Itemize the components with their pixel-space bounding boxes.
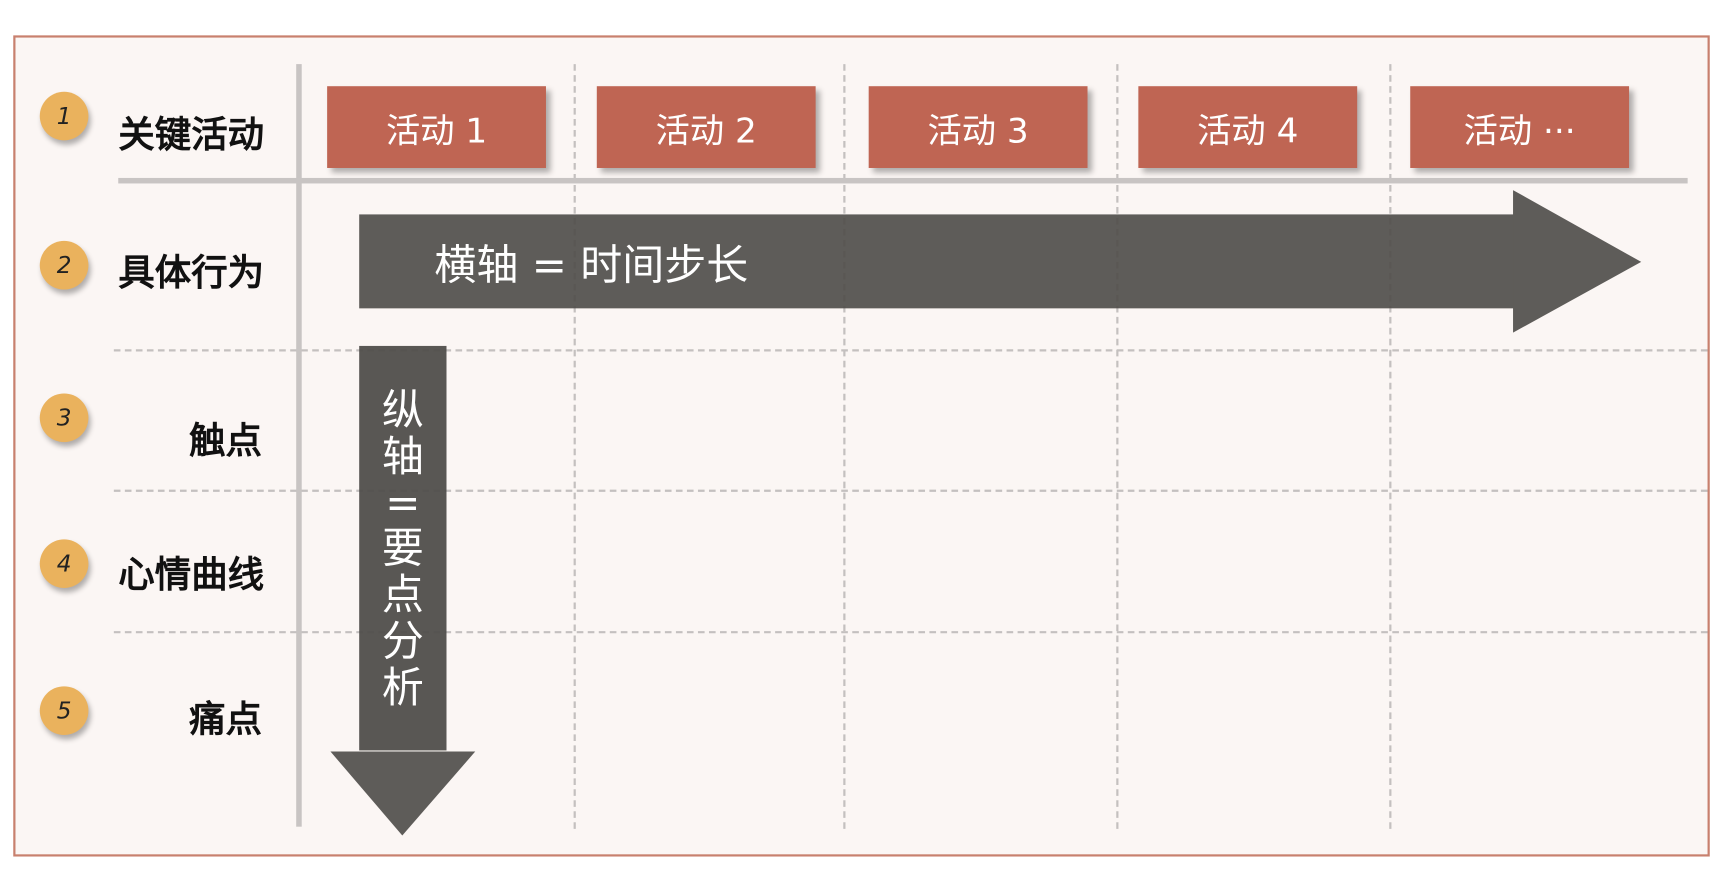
- vertical-arrow: 纵 轴 = 要 点 分 析: [359, 345, 447, 751]
- activity-box: 活动 3: [868, 86, 1088, 168]
- vertical-axis-char: 轴: [381, 431, 424, 481]
- vertical-axis-char: 点: [381, 570, 424, 620]
- activity-box: 活动 ···: [1410, 86, 1630, 168]
- column-divider: [1389, 64, 1392, 829]
- row-label: 痛点: [188, 697, 262, 741]
- vertical-axis-char: 分: [381, 616, 424, 666]
- activity-box: 活动 4: [1138, 86, 1358, 168]
- row-number-badge: 2: [39, 240, 89, 290]
- row-number-badge: 5: [39, 686, 89, 735]
- activity-box: 活动 1: [327, 86, 546, 168]
- horizontal-axis-line: [118, 177, 1688, 184]
- column-divider: [573, 64, 576, 829]
- vertical-axis-char: =: [385, 478, 421, 527]
- arrow-down-head-icon: [330, 751, 476, 836]
- row-label: 触点: [188, 418, 262, 462]
- row-label: 具体行为: [118, 250, 265, 294]
- row-number-badge: 1: [39, 91, 89, 141]
- row-label: 关键活动: [118, 112, 265, 156]
- column-divider: [1116, 64, 1119, 829]
- vertical-axis-char: 纵: [381, 385, 424, 435]
- row-divider: [113, 349, 1708, 352]
- row-number-badge: 4: [39, 539, 89, 588]
- vertical-axis-char: 要: [381, 524, 424, 573]
- horizontal-axis-label: 横轴 = 时间步长: [434, 240, 749, 290]
- row-divider: [113, 631, 1708, 634]
- row-divider: [113, 489, 1708, 492]
- vertical-axis-line: [296, 64, 302, 827]
- row-label: 心情曲线: [118, 552, 265, 596]
- horizontal-arrow: 横轴 = 时间步长: [359, 214, 1516, 309]
- diagram-frame: [13, 35, 1710, 857]
- vertical-axis-char: 析: [381, 662, 424, 712]
- activity-box: 活动 2: [596, 86, 816, 168]
- row-number-badge: 3: [39, 393, 89, 443]
- column-divider: [843, 64, 846, 829]
- arrow-right-head-icon: [1513, 190, 1642, 333]
